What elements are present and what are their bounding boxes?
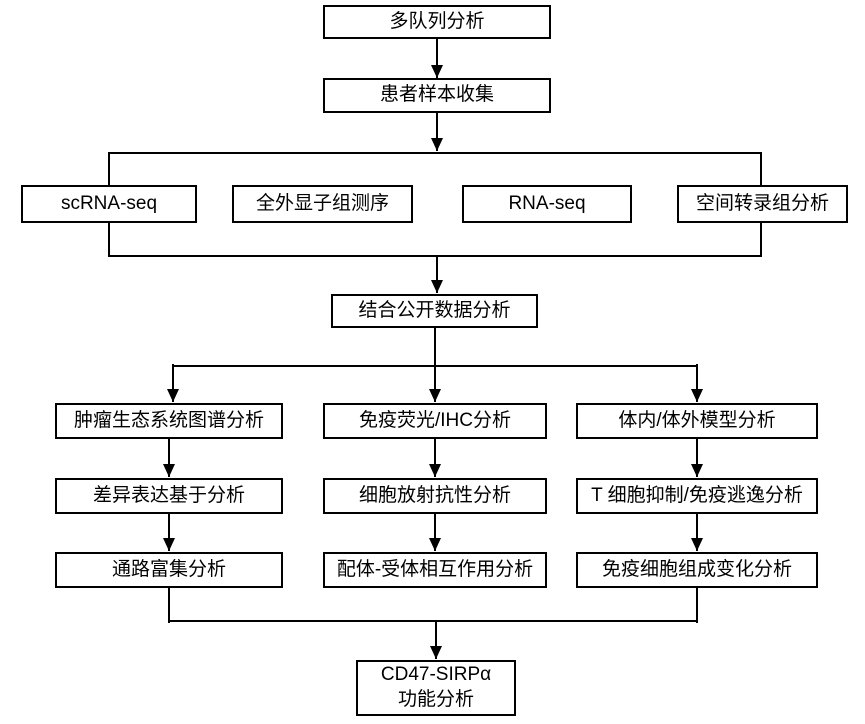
node-if-ihc-analysis: 免疫荧光/IHC分析	[323, 403, 547, 439]
sequencing-methods-container	[108, 152, 762, 257]
node-spatial-transcriptomics: 空间转录组分析	[677, 185, 848, 223]
node-label: 肿瘤生态系统图谱分析	[73, 409, 264, 431]
node-differential-expression: 差异表达基于分析	[55, 478, 283, 514]
node-label: 配体-受体相互作用分析	[336, 558, 534, 580]
node-label: 细胞放射抗性分析	[358, 484, 511, 506]
node-label: 差异表达基于分析	[92, 484, 245, 506]
node-label: 体内/体外模型分析	[618, 409, 776, 431]
node-label: 通路富集分析	[111, 558, 226, 580]
node-in-vivo-in-vitro-models: 体内/体外模型分析	[576, 403, 818, 439]
node-label: 空间转录组分析	[695, 192, 829, 214]
node-scrna-seq: scRNA-seq	[21, 185, 197, 223]
node-label-line1: CD47-SIRPα	[380, 664, 492, 686]
node-label: 多队列分析	[389, 10, 485, 32]
node-public-data-analysis: 结合公开数据分析	[331, 294, 538, 328]
node-cell-radioresistance: 细胞放射抗性分析	[323, 478, 547, 514]
node-label: 免疫荧光/IHC分析	[358, 409, 511, 431]
node-immune-cell-composition-change: 免疫细胞组成变化分析	[576, 552, 818, 588]
node-pathway-enrichment: 通路富集分析	[55, 552, 283, 588]
node-label: 结合公开数据分析	[358, 299, 511, 321]
node-cd47-sirpa-function: CD47-SIRPα 功能分析	[356, 660, 516, 716]
node-label: 免疫细胞组成变化分析	[601, 558, 792, 580]
node-patient-sample-collection: 患者样本收集	[323, 78, 551, 113]
node-rna-seq: RNA-seq	[462, 185, 632, 223]
node-t-cell-suppression-immune-escape: T 细胞抑制/免疫逃逸分析	[576, 478, 818, 514]
node-whole-exome-sequencing: 全外显子组测序	[232, 185, 413, 223]
node-label: 全外显子组测序	[255, 192, 389, 214]
node-label: T 细胞抑制/免疫逃逸分析	[591, 484, 803, 506]
node-ligand-receptor-interaction: 配体-受体相互作用分析	[323, 552, 547, 588]
node-multi-cohort-analysis: 多队列分析	[323, 5, 551, 39]
node-label: 患者样本收集	[379, 84, 494, 106]
node-label-line2: 功能分析	[397, 689, 474, 710]
node-label: RNA-seq	[508, 192, 586, 214]
node-tumor-ecosystem-atlas: 肿瘤生态系统图谱分析	[55, 403, 283, 439]
node-label: scRNA-seq	[60, 192, 158, 214]
